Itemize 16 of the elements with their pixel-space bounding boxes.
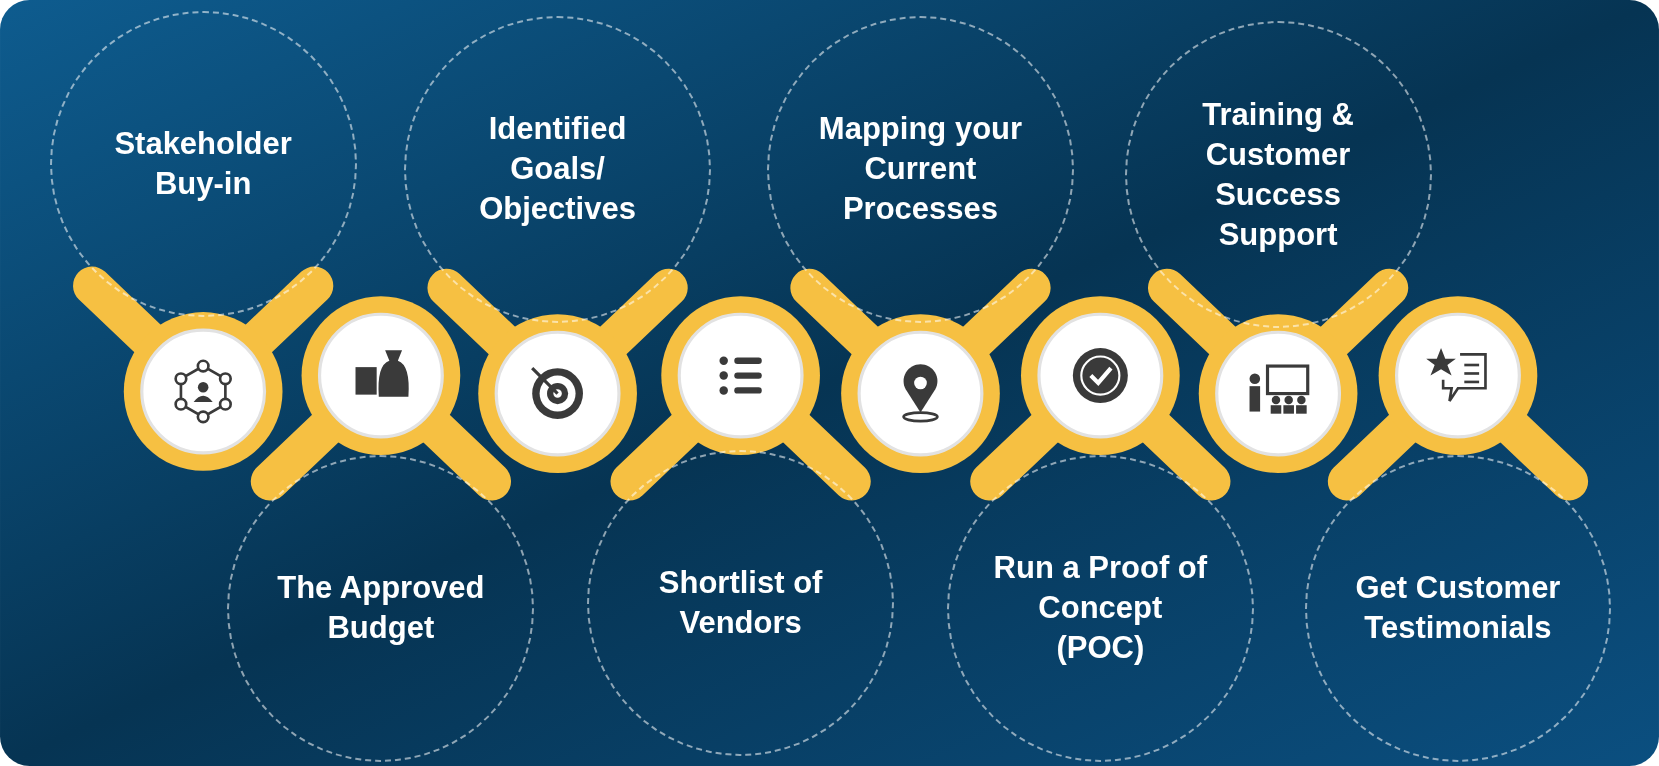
- step-title: Run a Proof of Concept (POC): [992, 549, 1209, 668]
- dashed-circle: [1304, 454, 1612, 762]
- step-title: Shortlist of Vendors: [657, 564, 824, 643]
- dashed-circle: [1124, 21, 1432, 328]
- step-title: The Approved Budget: [276, 569, 486, 648]
- dashed-circle: [946, 454, 1254, 762]
- step-title: Training & Customer Success Support: [1201, 95, 1355, 254]
- step-title: Get Customer Testimonials: [1354, 569, 1562, 648]
- dashed-circle: [49, 10, 357, 318]
- step-title: Stakeholder Buy-in: [113, 125, 293, 203]
- step-title: Identified Goals/ Objectives: [478, 110, 637, 229]
- dashed-circle: [404, 15, 711, 323]
- dashed-circle: [767, 15, 1074, 323]
- step-title: Mapping your Current Processes: [817, 110, 1024, 229]
- dashed-circle: [587, 449, 895, 757]
- dashed-circle: [227, 454, 535, 762]
